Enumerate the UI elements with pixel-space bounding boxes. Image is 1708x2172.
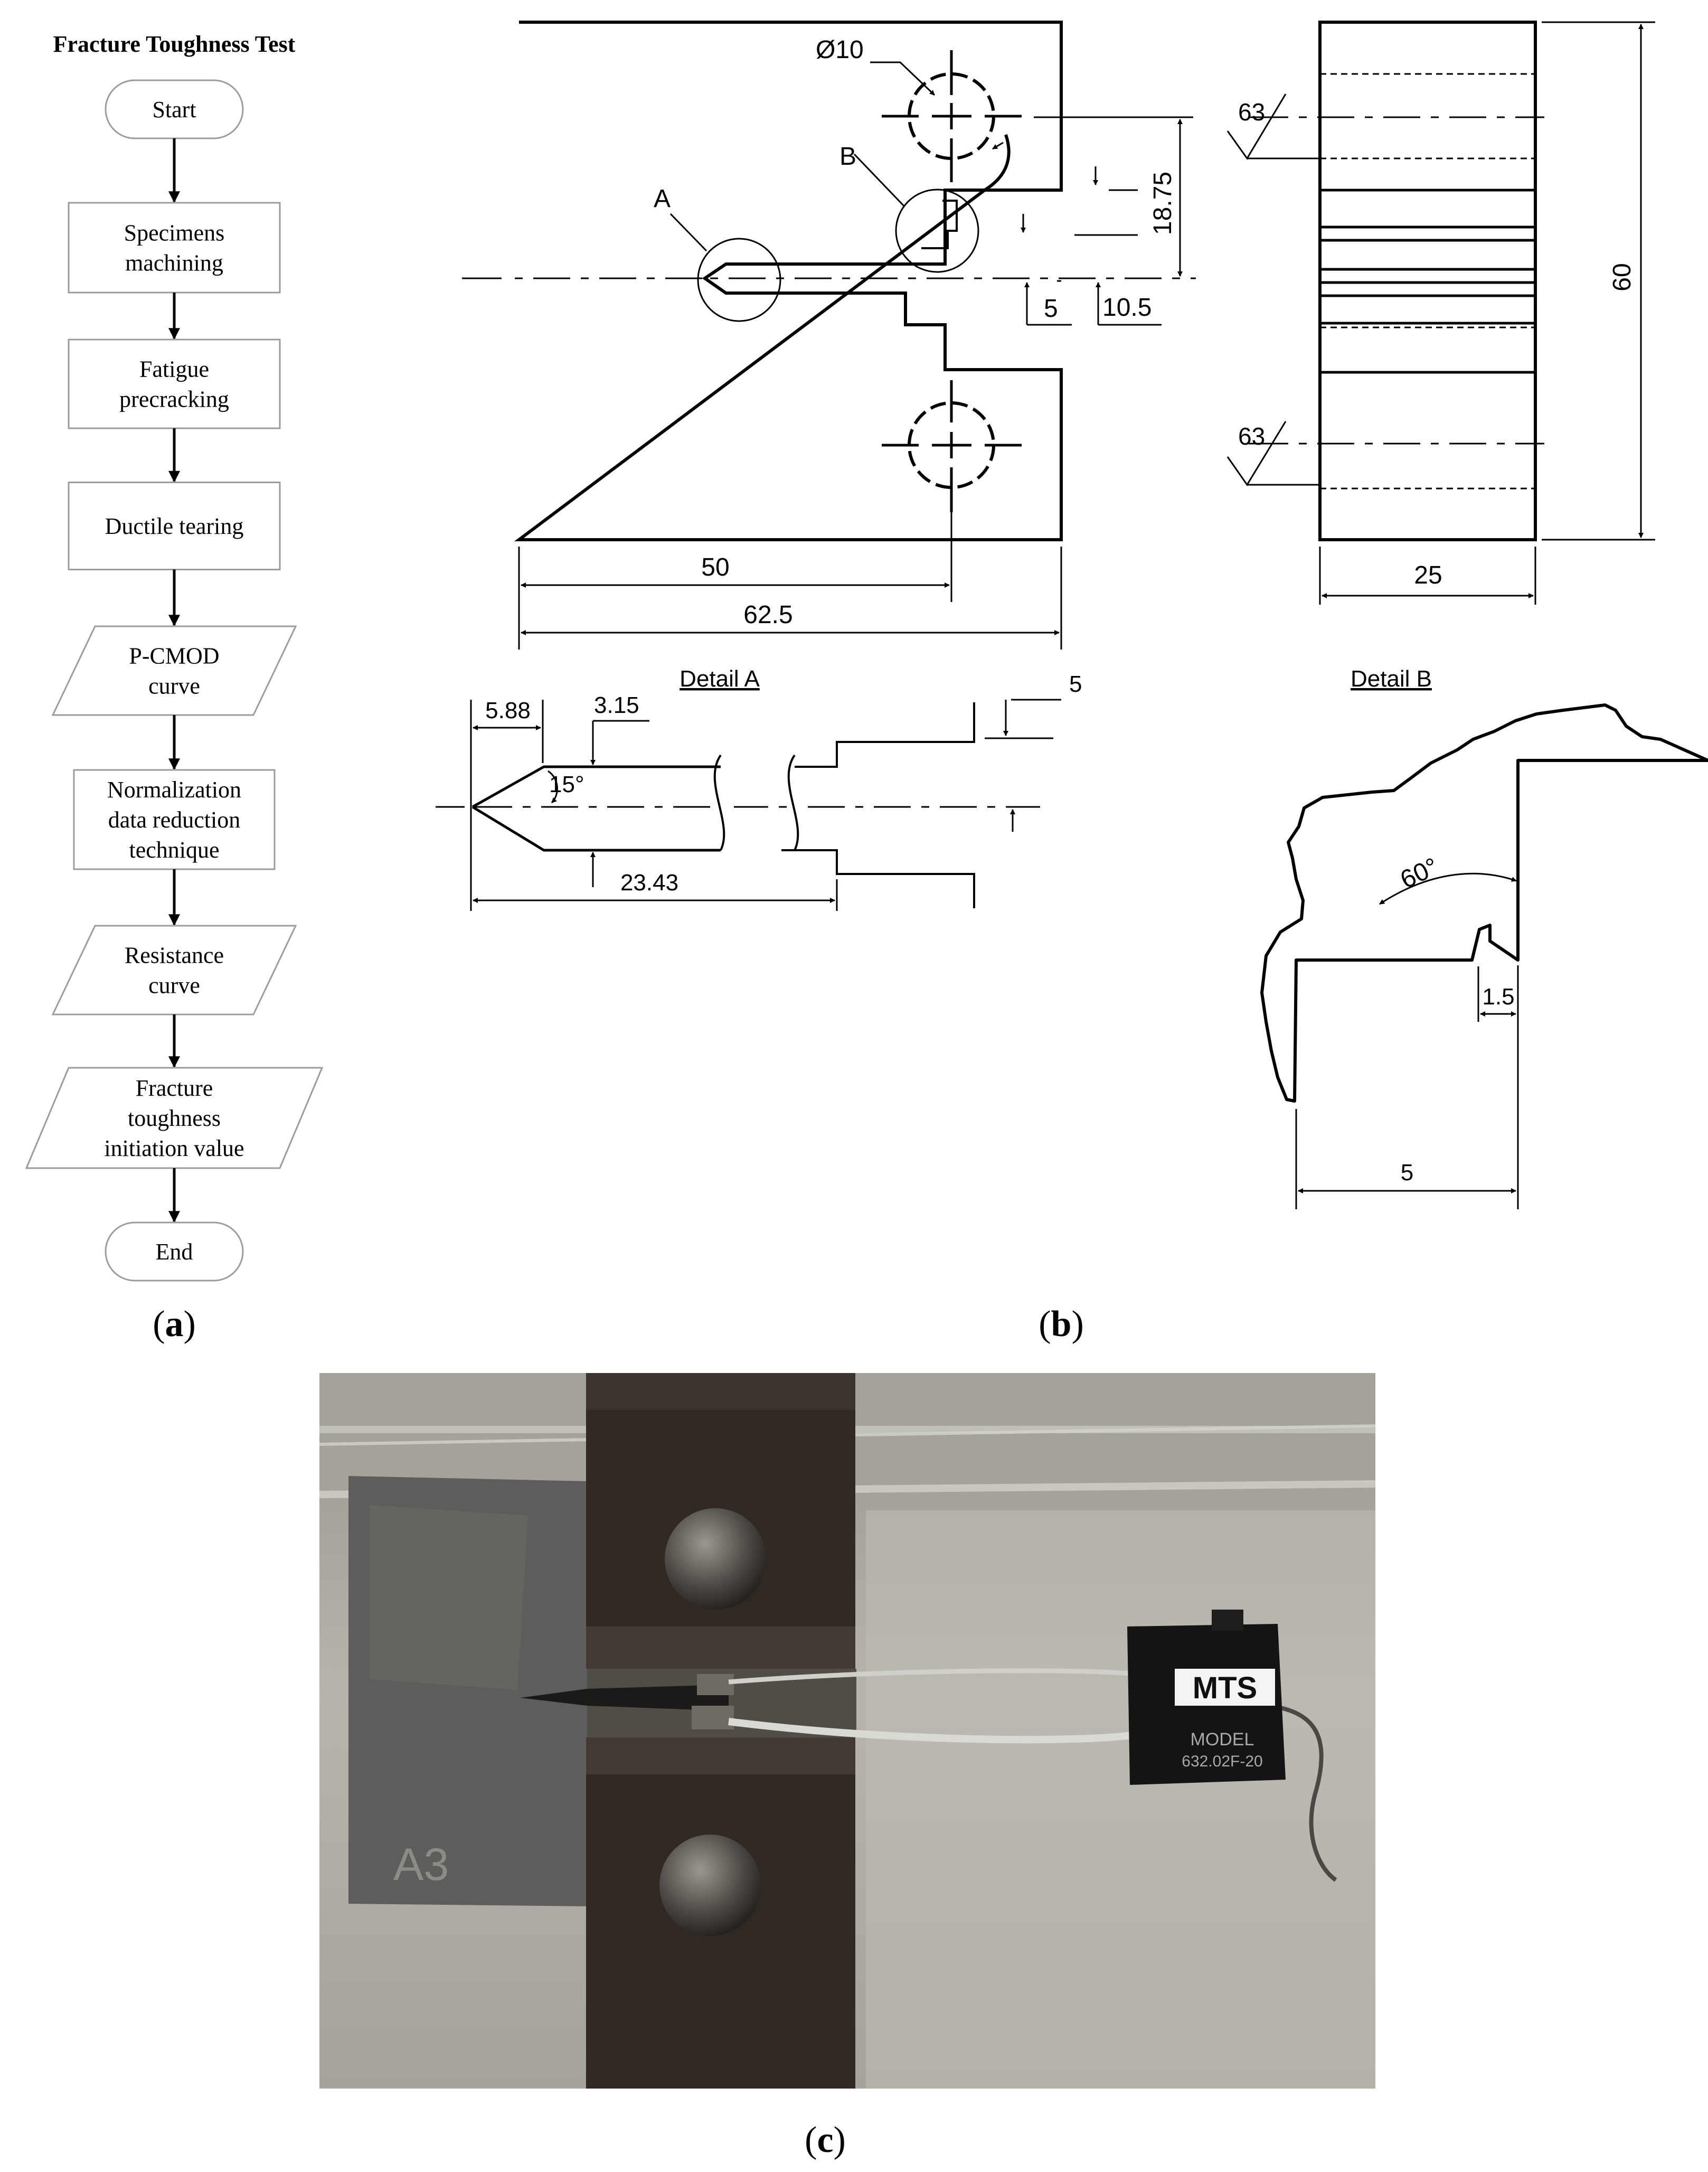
caption-b: (b) [1039, 1304, 1084, 1344]
specimen-front-view: A B Ø10 [462, 21, 1196, 541]
flow-node-text: curve [148, 973, 200, 999]
specimen-plate: A3 [348, 1476, 591, 1906]
sensor-brand: MTS [1193, 1671, 1257, 1705]
detail-b-60deg: 60° [1396, 853, 1442, 895]
flow-node-text: initiation value [104, 1135, 244, 1161]
flow-node-8: Fracture toughness initiation value [25, 1067, 324, 1169]
front-view-dimensions: 18.75 5 10.5 50 62.5 [518, 116, 1193, 650]
dim-10-5: 10.5 [1102, 294, 1152, 322]
sensor-model-label: MODEL [1191, 1729, 1254, 1750]
dim-5: 5 [1044, 295, 1058, 323]
flow-node-5: P-CMOD curve [51, 625, 297, 716]
detail-b-title: Detail B [1351, 666, 1432, 692]
label-b: B [839, 143, 856, 171]
roughness-top: 63 [1238, 98, 1265, 126]
dim-18-75: 18.75 [1149, 172, 1177, 235]
clip-gauge-arms [728, 1668, 1337, 1882]
lower-grip [586, 1737, 855, 2089]
label-a: A [654, 185, 671, 213]
caption-a: (a) [153, 1304, 196, 1344]
detail-a-5: 5 [1069, 671, 1082, 697]
dim-60: 60 [1608, 263, 1636, 291]
detail-a-23-43: 23.43 [620, 870, 678, 896]
specimen-side-view: 63 63 60 25 [1226, 21, 1655, 605]
upper-grip [586, 1373, 855, 1669]
flow-node-3: Fatigue precracking [68, 339, 281, 429]
detail-b: Detail B 60° 1.5 5 [1260, 666, 1708, 1209]
test-setup-photo: A3 MTS MODEL [319, 1373, 1376, 2089]
flow-node-1: Start [105, 79, 244, 139]
flow-node-7: Resistance curve [51, 925, 297, 1016]
flow-node-2: Specimens machining [68, 202, 281, 294]
detail-a-15deg: 15° [549, 772, 584, 797]
specimen-mark: A3 [393, 1839, 449, 1890]
dim-25: 25 [1414, 561, 1442, 589]
flowchart-title: Fracture Toughness Test [53, 31, 296, 57]
clip-gauge-sensor: MTS MODEL 632.02F-20 [1127, 1610, 1286, 1785]
flow-node-shape [68, 202, 281, 294]
caption-c: (c) [805, 2120, 846, 2160]
detail-a-title: Detail A [680, 666, 760, 692]
detail-b-1-5: 1.5 [1482, 984, 1514, 1010]
detail-b-5: 5 [1401, 1160, 1413, 1186]
technical-drawing: A B Ø10 18.75 5 10.5 50 62.5 [436, 21, 1708, 1209]
flow-node-6: Normalization data reduction technique [73, 769, 276, 870]
detail-a-5-88: 5.88 [485, 698, 531, 723]
flow-node-text: precracking [119, 387, 229, 412]
flow-node-shape [51, 625, 297, 716]
flow-node-shape [25, 1067, 324, 1169]
flow-node-4: Ductile tearing [68, 482, 281, 570]
roughness-bottom: 63 [1238, 422, 1265, 450]
dim-62-5: 62.5 [743, 601, 792, 629]
dim-50: 50 [701, 553, 729, 581]
flow-node-text: Resistance [125, 943, 224, 969]
sensor-model-number: 632.02F-20 [1182, 1753, 1262, 1770]
flow-node-text: technique [129, 837, 219, 863]
flow-node-text: P-CMOD [129, 643, 219, 669]
flow-node-text: Fatigue [139, 356, 209, 382]
flow-node-shape [105, 1221, 244, 1282]
flow-node-text: machining [125, 250, 223, 276]
flow-node-text: curve [148, 673, 200, 699]
flow-node-text: End [156, 1239, 193, 1265]
captions: (a) (b) (c) [153, 1304, 1084, 2160]
detail-a: Detail A 5.88 3.15 15° 23.43 5 [436, 666, 1082, 911]
hole-diameter-label: Ø10 [816, 36, 864, 64]
flow-node-text: Normalization [107, 777, 241, 803]
flow-node-text: Fracture [136, 1075, 213, 1101]
flow-node-text: toughness [128, 1105, 221, 1131]
flow-node-shape [51, 925, 297, 1016]
detail-a-3-15: 3.15 [594, 692, 639, 718]
flow-node-text: Specimens [124, 220, 225, 246]
flow-node-shape [73, 769, 276, 870]
flow-node-shape [68, 339, 281, 429]
specimen-notch [520, 1669, 856, 1737]
flow-node-9: End [105, 1221, 244, 1282]
flow-node-text: Ductile tearing [105, 513, 244, 539]
flow-node-text: data reduction [108, 807, 240, 833]
flow-node-text: Start [152, 97, 196, 123]
